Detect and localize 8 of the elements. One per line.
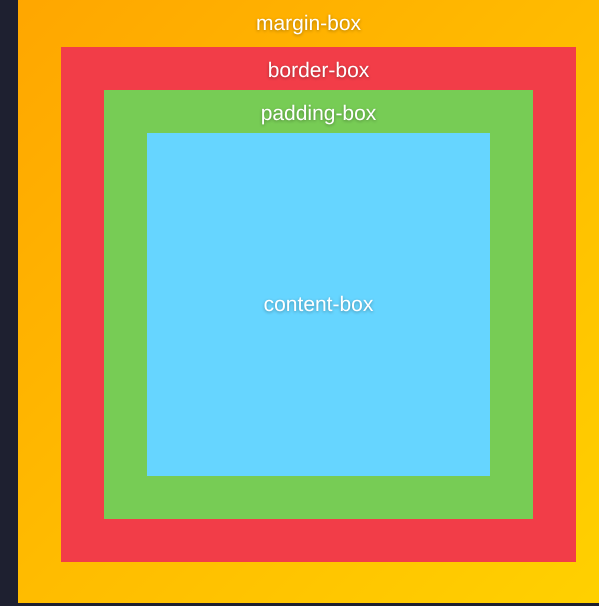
border-area [61,47,576,562]
box-label: padding-box [260,102,376,126]
box-label: content-box [264,292,374,316]
padding-area [104,90,533,519]
box-label: border-box [268,59,370,83]
margin-area [18,0,599,603]
box-label: margin-box [256,12,362,36]
content-area [147,133,490,476]
